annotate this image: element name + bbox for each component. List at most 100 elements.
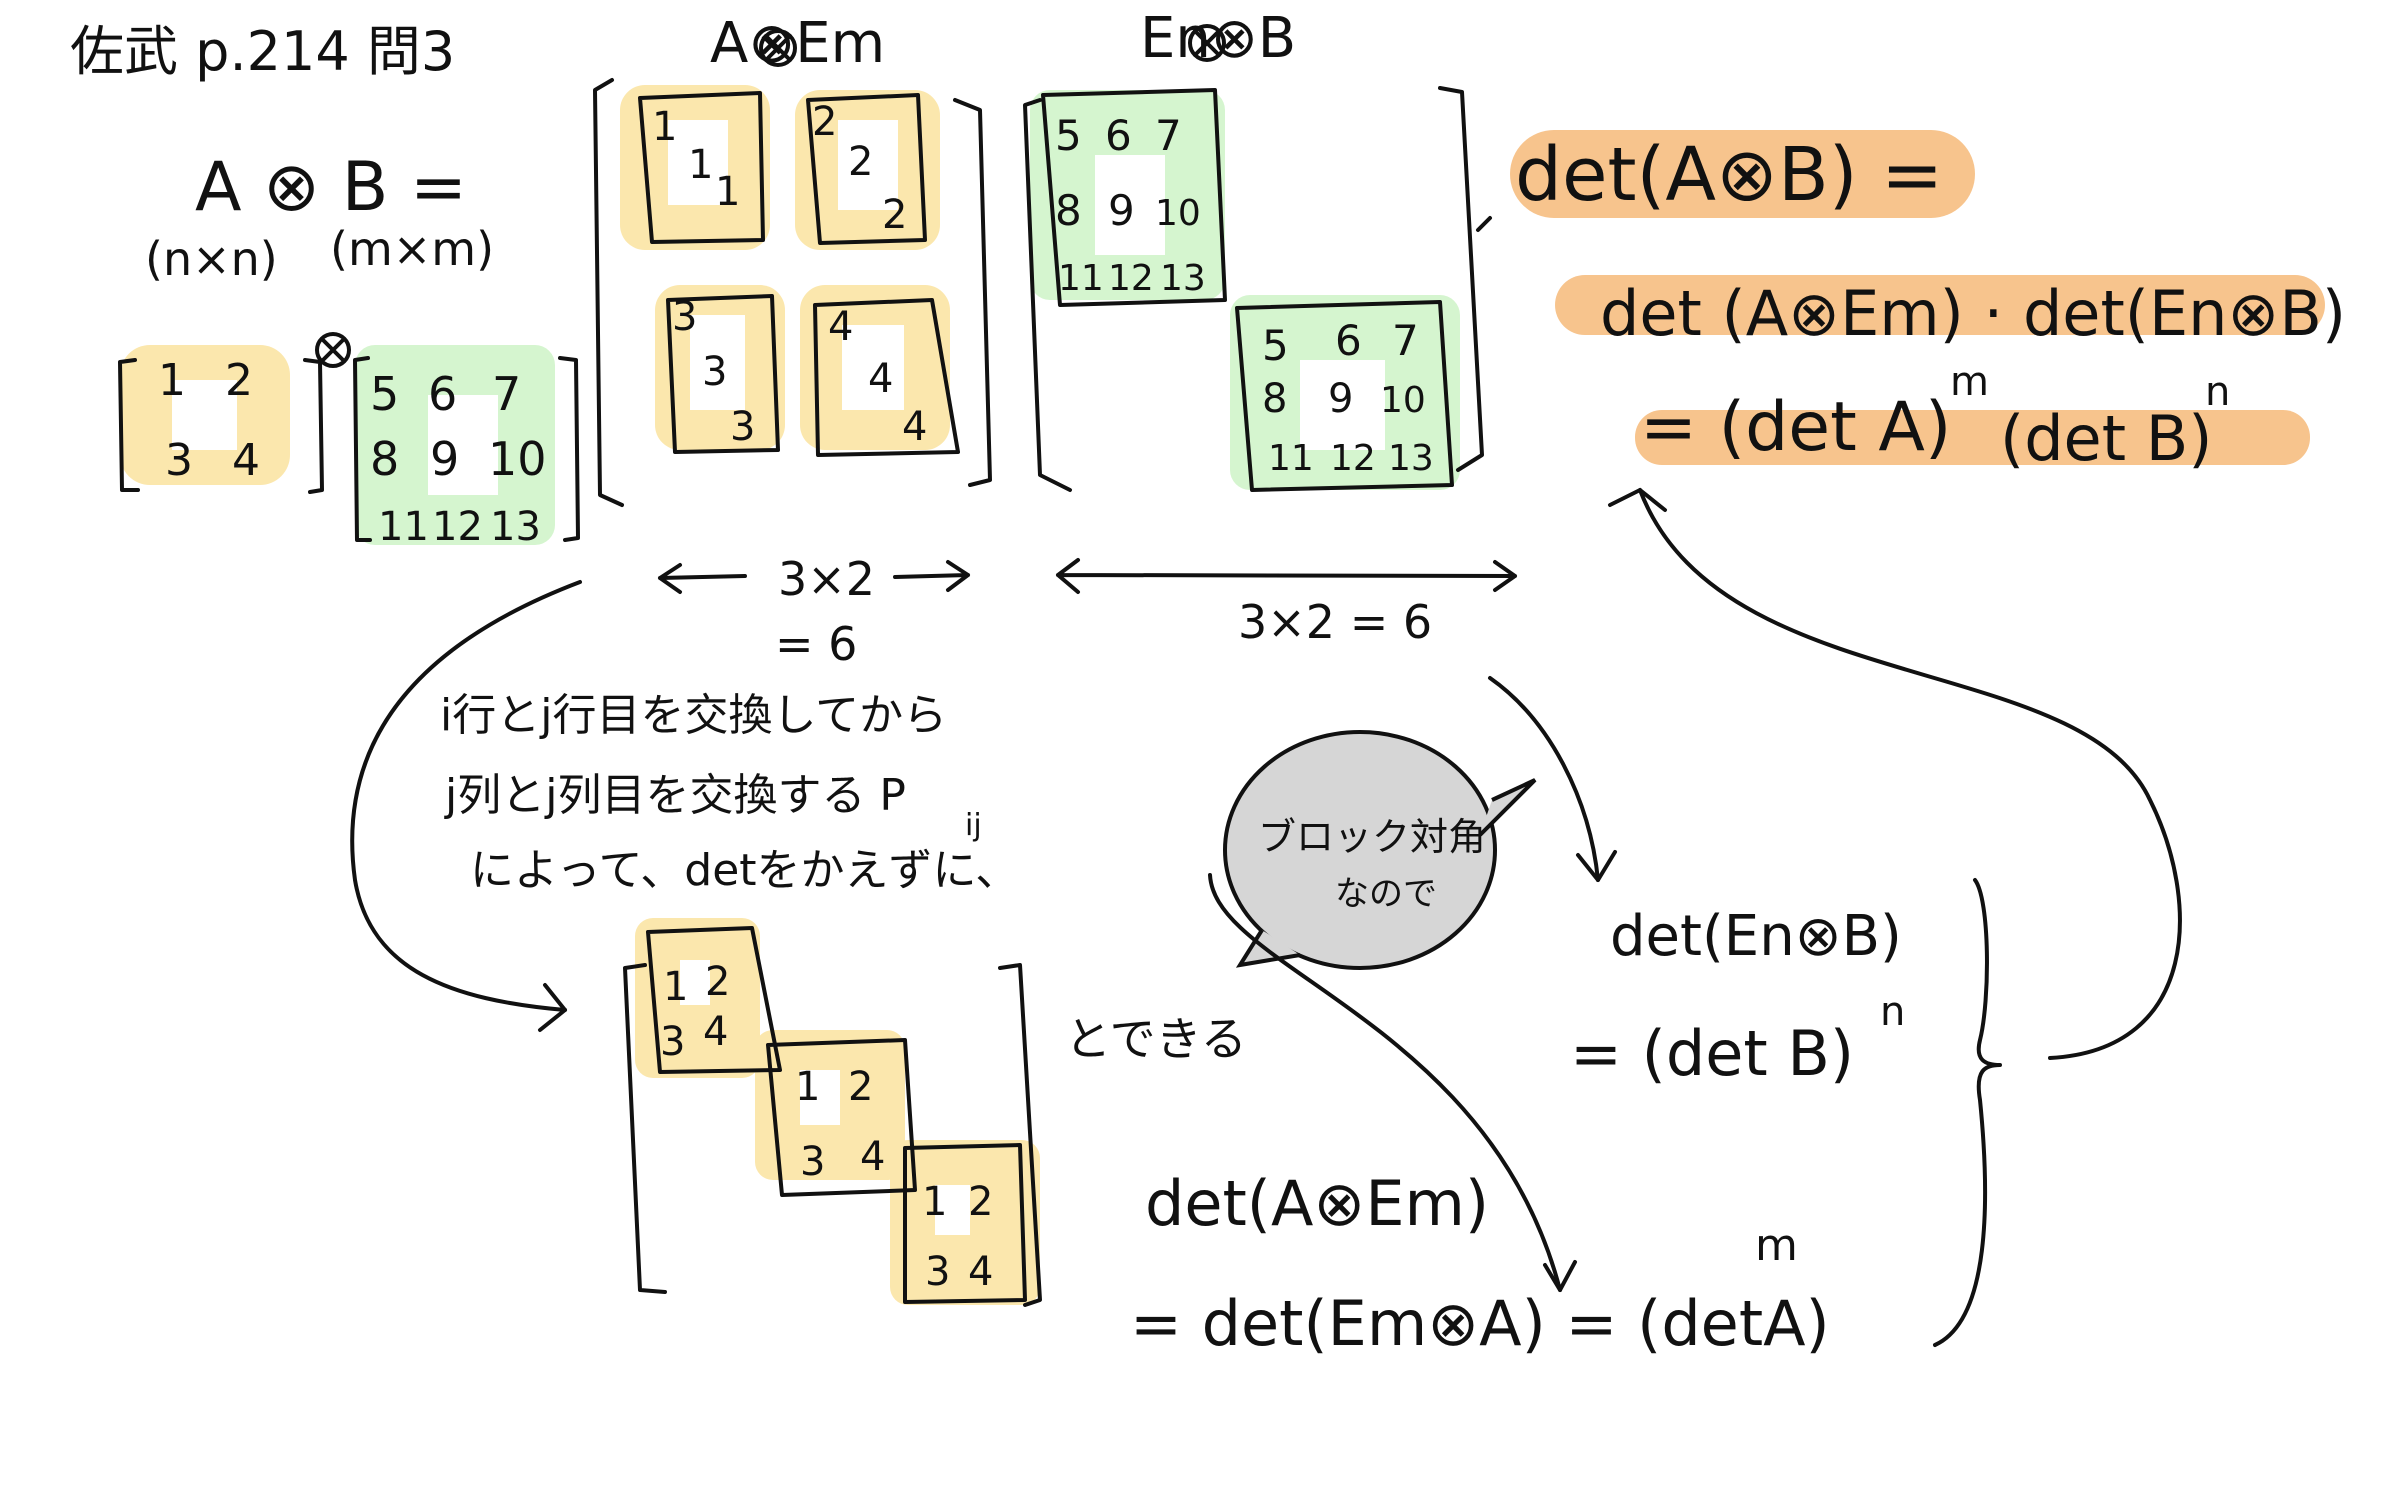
enb-right-bracket [1438, 86, 1484, 472]
formula-det-a-em-exp: m [1755, 1220, 1798, 1271]
matrix-a-cell: 1 [158, 355, 186, 406]
enb-block-1-cell: 13 [1160, 258, 1206, 299]
formula-result-b: (det B) [2000, 402, 2212, 475]
matrix-a-cell: 4 [232, 435, 260, 486]
header-a-kron-em: A⊗Em [710, 11, 885, 76]
aem-block-3-cell: 3 [702, 349, 727, 395]
aem-block-1-cell: 1 [652, 104, 677, 150]
width-label-left-eq: = 6 [775, 617, 857, 671]
header-kron-cross-2 [1193, 29, 1221, 57]
bd-block-1-cell: 1 [663, 964, 688, 1010]
matrix-a-cell: 2 [225, 355, 253, 406]
aem-block-3-cell: 3 [672, 294, 697, 340]
enb-block-2-cell: 5 [1262, 321, 1289, 370]
bd-block-2-cell: 4 [860, 1134, 885, 1180]
formula-det-kron: det(A⊗B) = [1515, 132, 1943, 218]
arrow-to-det-enb-head [1576, 850, 1617, 882]
curve-arrow-head [538, 983, 567, 1032]
bd-block-1-outline [646, 926, 782, 1074]
aem-block-1-inner [668, 120, 728, 205]
bd-block-2-outline [766, 1038, 917, 1197]
matrix-b-cell: 6 [428, 367, 457, 421]
formula-result-exp-m: m [1950, 359, 1989, 405]
curve-arrow-to-blockdiag [350, 580, 582, 1012]
matrix-b-cell: 10 [488, 432, 547, 486]
width-arrow-left-2 [893, 560, 970, 592]
enb-block-2-cell: 12 [1330, 438, 1376, 479]
aem-block-1-cell: 1 [715, 169, 740, 215]
aem-right-bracket [953, 98, 992, 487]
page-title: 佐武 p.214 問3 [70, 20, 455, 83]
enb-block-1-outline [1041, 88, 1227, 307]
aem-left-bracket [593, 78, 624, 507]
formula-det-en-b-result: = (det B) [1570, 1017, 1854, 1090]
enb-block-2-cell: 13 [1388, 438, 1434, 479]
curve-arrow-to-result-head [1608, 488, 1667, 512]
bd-block-1-cell: 2 [705, 959, 730, 1005]
matrix-b-cell: 8 [370, 432, 399, 486]
enb-block-1-cell: 6 [1105, 111, 1132, 160]
aem-block-4-cell: 4 [868, 356, 893, 402]
bubble-line-2: なので [1335, 874, 1437, 914]
formula-2-highlight [1555, 275, 2325, 335]
bd-block-3-inner [935, 1185, 970, 1235]
kron-def-lhs: A ⊗ B = [195, 148, 467, 227]
matrix-a-cell: 3 [165, 435, 193, 486]
matrix-b-cell: 12 [432, 504, 483, 550]
enb-block-2-cell: 11 [1268, 438, 1314, 479]
width-arrow-left-1 [658, 563, 747, 594]
header-en-kron-b: En⊗B [1140, 6, 1296, 71]
formula-3-highlight [1635, 410, 2310, 465]
aem-block-4-cell: 4 [902, 404, 927, 450]
kron-symbol-cross [320, 337, 346, 363]
aem-block-4-outline [813, 298, 960, 457]
aem-block-3-inner [690, 315, 745, 410]
formula-det-a-em: det(A⊗Em) [1145, 1167, 1489, 1240]
enb-block-1-cell: 10 [1155, 193, 1201, 234]
enb-block-2-cell: 9 [1328, 376, 1353, 422]
enb-block-2-outline [1235, 300, 1454, 492]
bd-block-1-cell: 4 [703, 1009, 728, 1055]
aem-block-1-cell: 1 [688, 142, 713, 188]
arrow-to-det-a-em [1208, 873, 1562, 1292]
arrow-to-det-a-em-head [1543, 1260, 1577, 1292]
formula-det-a-em-result: = det(Em⊗A) = (detA) [1130, 1287, 1830, 1360]
formula-det-en-b: det(En⊗B) [1610, 904, 1902, 969]
matrix-b-cell: 13 [490, 504, 541, 550]
note-line-3: によって、detをかえずに、 [470, 845, 1019, 896]
speech-bubble-tail-right [1478, 778, 1537, 837]
kron-def-dim-b: (m×m) [330, 222, 494, 276]
header-kron-cross-1 [764, 34, 792, 62]
bd-block-2-cell: 2 [848, 1064, 873, 1110]
bd-block-3-outline [903, 1143, 1027, 1304]
aem-block-3-cell: 3 [730, 404, 755, 450]
aem-block-1-outline [638, 91, 765, 244]
white-inner-layer [172, 120, 1385, 1235]
bd-block-1-cell: 3 [660, 1019, 685, 1065]
enb-block-2-cell: 7 [1392, 316, 1419, 365]
header-kron-circle-2 [1188, 24, 1226, 62]
curve-arrow-to-result [1638, 488, 2182, 1060]
header-kron-circle-1 [759, 29, 797, 67]
width-arrow-right [1056, 558, 1517, 594]
formula-result-a: = (det A) [1640, 388, 1951, 467]
right-brace [1933, 878, 2002, 1347]
note-line-2-subscript: ij [965, 808, 982, 843]
enb-block-1-cell: 12 [1108, 258, 1154, 299]
bd-block-2-inner [800, 1070, 840, 1125]
aem-block-2-cell: 2 [882, 192, 907, 238]
aem-block-3-outline [666, 294, 780, 454]
speech-bubble [1223, 730, 1497, 970]
enb-bracket-tick [1476, 216, 1492, 232]
note-line-1: i行とj行目を交換してから [440, 690, 947, 741]
formula-det-en-b-exp: n [1880, 989, 1905, 1035]
formula-result-exp-n: n [2205, 369, 2230, 415]
note-line-2: j列とj列目を交換する P [444, 770, 906, 821]
width-label-left: 3×2 [778, 552, 875, 606]
enb-block-1-inner [1095, 155, 1165, 255]
matrix-a-left-bracket [118, 358, 140, 492]
matrix-a-inner [172, 380, 237, 450]
matrix-b-cell: 11 [378, 504, 429, 550]
width-label-right: 3×2 = 6 [1238, 595, 1432, 649]
enb-block-1-cell: 8 [1055, 186, 1082, 235]
